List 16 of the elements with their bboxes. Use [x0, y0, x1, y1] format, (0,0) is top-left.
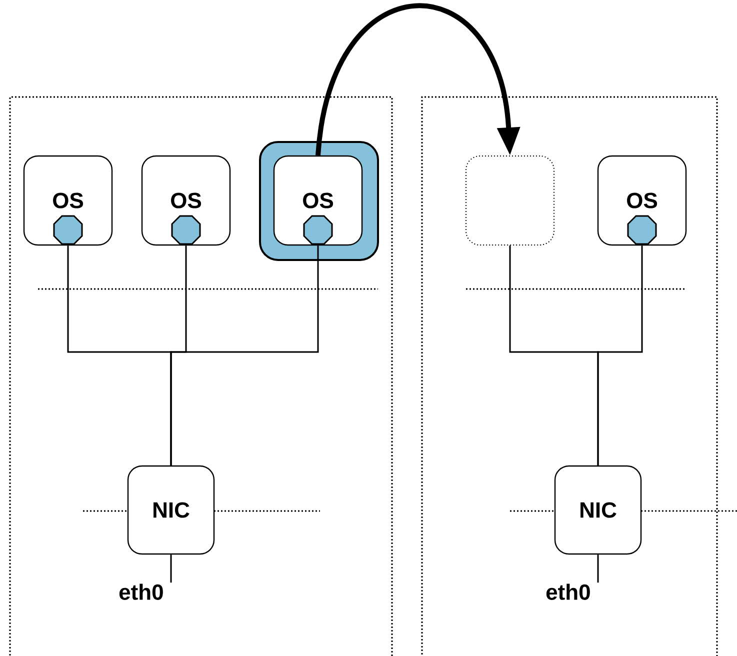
curved-arrow [316, 4, 520, 156]
empty-slot [466, 156, 554, 246]
connector-line [170, 246, 319, 466]
cable-line [170, 554, 172, 583]
connector-line [597, 246, 643, 466]
edge-label: eth0 [544, 582, 592, 601]
nic-box: NIC [127, 465, 215, 555]
os-box: OS [141, 155, 231, 246]
host-frame [9, 96, 393, 656]
os-box: OS [273, 155, 363, 246]
edge-label: eth0 [118, 582, 165, 601]
nic-box: NIC [554, 465, 642, 555]
cable-line [597, 554, 599, 583]
os-box: OS [23, 155, 113, 246]
host-frame [421, 96, 718, 656]
os-box: OS [597, 155, 687, 246]
